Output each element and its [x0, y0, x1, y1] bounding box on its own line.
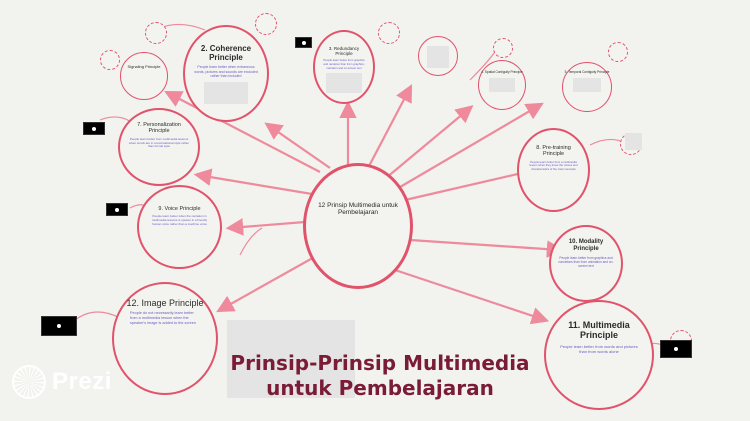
- prezi-wordmark: Prezi: [52, 368, 112, 395]
- video-thumbnail[interactable]: [295, 37, 312, 48]
- coherence-principle-node[interactable]: 2. Coherence Principle People learn bett…: [183, 25, 269, 122]
- slide-thumb-node[interactable]: [418, 36, 458, 76]
- small-circle[interactable]: [378, 22, 400, 44]
- image-placeholder: [489, 77, 515, 92]
- node-title: 4. Spatial Contiguity Principle: [481, 70, 523, 74]
- modality-principle-node[interactable]: 10. Modality Principle People learn bett…: [549, 225, 623, 302]
- node-body: People learn better from multimedia less…: [128, 136, 190, 149]
- node-title: 12. Image Principle: [126, 298, 204, 308]
- title-line-2: untuk Pembelajaran: [266, 376, 494, 400]
- node-body: People learn better when extraneous word…: [194, 65, 258, 79]
- small-circle[interactable]: [493, 38, 513, 58]
- node-title: 5. Temporal Contiguity Principle: [564, 70, 610, 74]
- image-principle-node[interactable]: 12. Image Principle People do not necess…: [112, 282, 218, 395]
- node-title: 7. Personalization Principle: [137, 122, 181, 135]
- personalization-principle-node[interactable]: 7. Personalization Principle People lear…: [118, 108, 200, 186]
- image-placeholder: [625, 133, 642, 150]
- center-title: 12 Prinsip Multimedia untuk Pembelajaran: [318, 202, 398, 217]
- voice-principle-node[interactable]: 9. Voice Principle People learn better w…: [137, 185, 222, 269]
- small-circle[interactable]: [145, 22, 167, 44]
- node-body: People learn better from graphics and na…: [323, 58, 365, 70]
- node-title: 11. Multimedia Principle: [568, 320, 630, 341]
- small-circle[interactable]: [608, 42, 628, 62]
- multimedia-principle-node[interactable]: 11. Multimedia Principle People learn be…: [544, 300, 654, 410]
- node-body: People learn better from words and pictu…: [560, 343, 638, 354]
- video-thumbnail[interactable]: [660, 340, 692, 358]
- prezi-logo-icon: [12, 365, 46, 399]
- presentation-title: Prinsip-Prinsip Multimedia untuk Pembela…: [220, 351, 540, 401]
- node-title: 3. Redundancy Principle: [328, 46, 360, 57]
- spatial-principle-node[interactable]: 4. Spatial Contiguity Principle: [478, 60, 526, 110]
- video-thumbnail[interactable]: [83, 122, 105, 135]
- title-line-1: Prinsip-Prinsip Multimedia: [230, 351, 530, 375]
- redundancy-principle-node[interactable]: 3. Redundancy Principle People learn bet…: [313, 30, 375, 104]
- image-placeholder: [427, 46, 449, 68]
- image-placeholder: [326, 73, 362, 94]
- image-placeholder: [573, 77, 601, 92]
- image-placeholder: [204, 82, 248, 105]
- node-title: Signaling Principle: [127, 64, 161, 69]
- node-body: People learn better from graphics and na…: [558, 255, 614, 269]
- small-circle[interactable]: [255, 13, 277, 35]
- image-placeholder: [227, 320, 355, 398]
- node-title: 8. Pre-training Principle: [536, 145, 571, 158]
- node-title: 10. Modality Principle: [568, 239, 604, 252]
- video-thumbnail[interactable]: [106, 203, 128, 216]
- video-thumbnail[interactable]: [41, 316, 77, 336]
- pretraining-principle-node[interactable]: 8. Pre-training Principle People learn b…: [517, 128, 590, 212]
- node-body: People learn better from a multimedia le…: [529, 159, 578, 171]
- small-circle[interactable]: [100, 50, 120, 70]
- node-body: People learn better when the narration i…: [151, 214, 208, 227]
- temporal-principle-node[interactable]: 5. Temporal Contiguity Principle: [562, 62, 612, 112]
- node-body: People do not necessarily learn better f…: [130, 311, 196, 326]
- prezi-brand[interactable]: Prezi: [12, 365, 112, 399]
- signaling-principle-node[interactable]: Signaling Principle: [120, 52, 168, 100]
- node-title: 9. Voice Principle: [158, 206, 201, 212]
- center-topic-node[interactable]: 12 Prinsip Multimedia untuk Pembelajaran: [303, 163, 413, 289]
- node-title: 2. Coherence Principle: [200, 44, 252, 63]
